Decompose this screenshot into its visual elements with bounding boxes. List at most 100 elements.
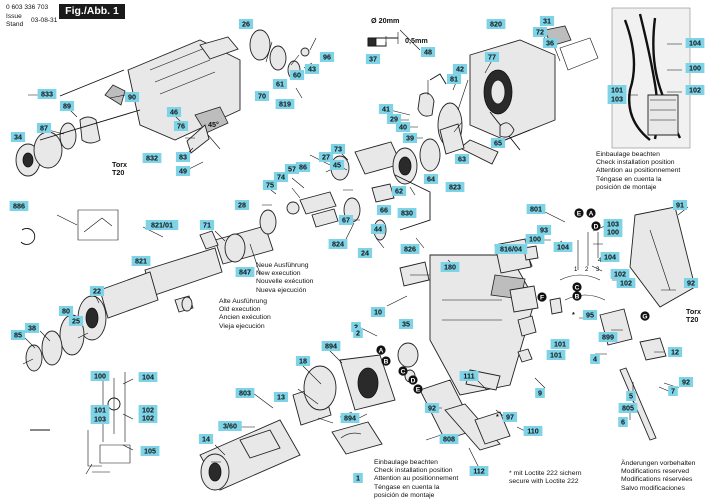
armature-group xyxy=(199,342,419,491)
note-line: secure with Loctite 222 xyxy=(509,478,579,486)
part-number-tag-bg xyxy=(254,91,270,101)
part-number-tag-bg xyxy=(329,160,345,170)
part-number-tag: 66 xyxy=(376,205,392,215)
part-number-text: 97 xyxy=(506,413,514,422)
pin-number: 2 xyxy=(585,267,589,273)
part-number-text: 801 xyxy=(530,205,542,214)
part-number-text: 66 xyxy=(380,206,388,215)
part-number-text: 2 xyxy=(354,323,358,332)
part-number-tag: 102 xyxy=(138,413,158,423)
note-line: Nouvelle exécution xyxy=(256,278,314,286)
tool-holder-group xyxy=(15,36,241,177)
part-number-text: 37 xyxy=(369,55,377,64)
part-number-tag: 886 xyxy=(9,201,29,211)
part-number-tag-bg xyxy=(328,239,348,249)
part-number-tag: 10 xyxy=(370,307,386,317)
part-number-tag-bg xyxy=(685,63,705,73)
part-number-tag: 100 xyxy=(525,234,545,244)
part-number-tag-bg xyxy=(238,19,254,29)
part-number-text: 105 xyxy=(144,447,156,456)
part-number-text: 22 xyxy=(93,287,101,296)
part-number-text: 95 xyxy=(586,311,594,320)
part-number-tag-bg xyxy=(321,341,341,351)
note-line: Modifications réservées xyxy=(621,476,693,484)
part-number-tag: 27 xyxy=(318,152,334,162)
part-number-text: 70 xyxy=(258,92,266,101)
wiring-detail-photo xyxy=(611,7,691,149)
part-number-tag-bg xyxy=(546,350,566,360)
part-number-tag: 28 xyxy=(234,200,250,210)
part-number-text: 830 xyxy=(401,209,413,218)
part-number-tag-bg xyxy=(90,405,110,415)
part-number-text: 821 xyxy=(135,257,147,266)
part-number-tag-bg xyxy=(376,205,392,215)
wire-marker-letter: C xyxy=(401,368,406,375)
part-number-tag: 97 xyxy=(502,412,518,422)
part-number-text: 847 xyxy=(239,268,251,277)
part-number-text: 886 xyxy=(13,202,25,211)
part-number-tag: 180 xyxy=(440,262,460,272)
part-number-tag-bg xyxy=(295,356,311,366)
part-number-tag-bg xyxy=(685,38,705,48)
note-line: Téngase en cuenta la xyxy=(374,483,440,491)
part-number-tag: 104 xyxy=(600,252,620,262)
note-line: Attention au positionnement xyxy=(374,475,459,483)
part-number-text: 111 xyxy=(463,372,474,381)
note-line: Salvo modificaciones xyxy=(621,484,685,492)
part-number-tag-bg xyxy=(59,101,75,111)
part-number-text: 77 xyxy=(488,53,496,62)
part-number-tag: 92 xyxy=(424,403,440,413)
part-number-tag: 57 xyxy=(284,164,300,174)
part-number-tag-bg xyxy=(295,162,311,172)
part-number-tag-bg xyxy=(582,310,598,320)
part-number-tag: 820 xyxy=(486,19,506,29)
part-number-tag: 2 xyxy=(353,328,363,338)
part-number-tag-bg xyxy=(90,371,110,381)
part-number-text: 62 xyxy=(395,187,403,196)
loctite-note: * mit Loctite 222 sichern secure with Lo… xyxy=(509,470,582,486)
part-number-tag-bg xyxy=(175,166,191,176)
note-line: Nueva ejecución xyxy=(256,286,307,294)
part-number-tag-bg xyxy=(667,347,683,357)
part-number-tag: 824 xyxy=(328,239,348,249)
part-number-text: 41 xyxy=(382,105,390,114)
part-number-tag-bg xyxy=(138,413,158,423)
part-number-text: 6 xyxy=(621,418,625,427)
part-number-text: 808 xyxy=(443,435,455,444)
part-number-text: 31 xyxy=(543,17,551,26)
torx-main-text: Torx xyxy=(112,160,127,169)
part-number-text: 91 xyxy=(676,201,684,210)
part-number-tag: 102 xyxy=(616,278,636,288)
part-number-tag: 101 xyxy=(90,405,110,415)
note-line: Alte Ausführung xyxy=(219,298,267,305)
issue-label: Issue xyxy=(6,13,22,20)
part-number-text: 101 xyxy=(94,406,106,415)
part-number-tag-bg xyxy=(370,307,386,317)
handle-group xyxy=(599,206,696,441)
part-number-tag-bg xyxy=(9,201,29,211)
part-number-text: 42 xyxy=(456,65,464,74)
part-number-tag: 7 xyxy=(668,386,678,396)
dim-width-text: Ø 20mm xyxy=(371,16,399,25)
part-number-tag: 9 xyxy=(535,388,545,398)
part-number-text: 820 xyxy=(490,20,502,29)
part-number-text: 112 xyxy=(473,467,485,476)
note-line: posición de montaje xyxy=(374,491,435,499)
part-number-tag: 832 xyxy=(142,153,162,163)
part-number-text: 180 xyxy=(444,263,456,272)
wire-marker xyxy=(574,208,584,218)
part-number-tag-bg xyxy=(140,446,160,456)
part-number-text: 80 xyxy=(62,307,70,316)
part-number-text: 92 xyxy=(428,404,436,413)
part-number-tag-bg xyxy=(600,252,620,262)
part-number-text: 803 xyxy=(239,389,251,398)
part-number-tag: 85 xyxy=(10,330,26,340)
figure-label: Fig./Abb. 1 xyxy=(59,4,125,19)
part-number-text: 100 xyxy=(607,228,619,237)
note-line: Attention au positionnement xyxy=(596,167,681,175)
part-number-tag: 104 xyxy=(138,372,158,382)
part-number-text: 110 xyxy=(527,427,539,436)
part-number-tag: 61 xyxy=(272,79,288,89)
